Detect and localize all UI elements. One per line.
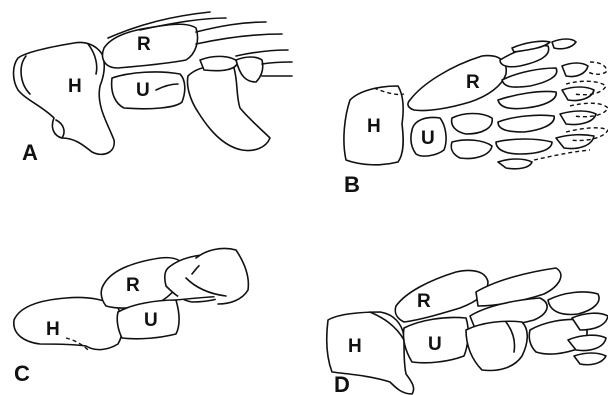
- panel-d-element: [574, 353, 606, 365]
- panel-b-element: [498, 115, 554, 132]
- panel-d-ulna-label: U: [428, 334, 442, 355]
- panel-b-humerus-label: H: [367, 116, 381, 137]
- panel-b-element: [452, 114, 493, 135]
- panel-b-radius-label: R: [466, 72, 480, 93]
- panel-b-element: [502, 68, 557, 87]
- panel-c-letter: C: [14, 361, 30, 386]
- panel-a-ulna-label: U: [136, 80, 150, 101]
- panel-a-element: [236, 57, 263, 82]
- panel-d-element: [548, 292, 599, 314]
- panel-d-element: [572, 313, 608, 330]
- panel-c-radius-label: R: [126, 275, 140, 296]
- panel-b-element: [552, 39, 576, 49]
- panel-d-element: [466, 321, 527, 370]
- panel-d-humerus-label: H: [348, 336, 362, 357]
- panel-d: [327, 268, 608, 394]
- panel-a-humerus-label: H: [68, 76, 82, 97]
- panel-b-element: [560, 111, 596, 125]
- panel-a-letter: A: [22, 140, 38, 165]
- panel-b: [344, 39, 608, 169]
- panel-a-humerus: [14, 42, 115, 154]
- panel-a: [14, 12, 293, 154]
- panel-b-element: [496, 139, 552, 154]
- panel-b-element: [562, 87, 594, 101]
- panel-d-radius-label: R: [417, 291, 431, 312]
- panel-c-humerus-label: H: [46, 319, 60, 340]
- panel-a-radius-label: R: [137, 34, 151, 55]
- panel-c-ulna-label: U: [144, 310, 158, 331]
- panel-a-element: [200, 56, 238, 70]
- panel-b-element: [556, 135, 594, 149]
- panel-b-radius: [408, 56, 506, 111]
- panel-d-letter: D: [334, 372, 350, 395]
- panel-d-element: [568, 335, 606, 350]
- panel-b-element: [498, 159, 532, 169]
- panel-b-element: [562, 63, 588, 77]
- panel-b-ulna-label: U: [421, 128, 435, 149]
- panel-b-letter: B: [344, 172, 360, 197]
- panel-b-element: [498, 91, 556, 108]
- panel-b-element: [451, 140, 492, 159]
